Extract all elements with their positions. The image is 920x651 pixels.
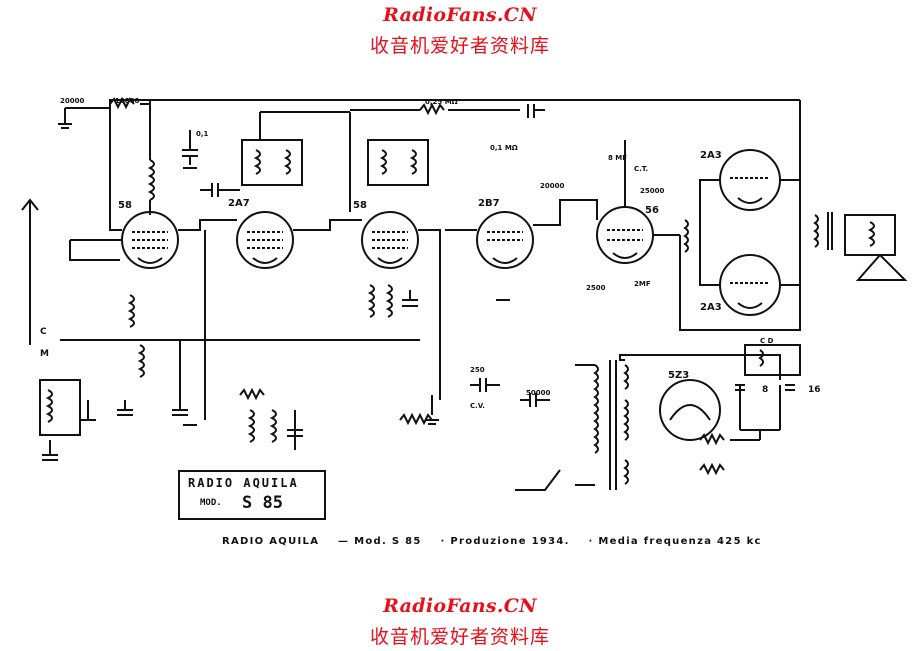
rf-coil-1 xyxy=(147,159,155,215)
label-r-top-3: 0,25 MΩ xyxy=(425,98,458,106)
tube-5z3-rectifier: 5Z3 xyxy=(659,370,721,441)
part-labels: 20000 10000 0,25 MΩ 0,1 MΩ 0,1 20000 250… xyxy=(40,97,821,410)
output-transformer xyxy=(683,212,833,253)
tube-2a3-lower-label: 2A3 xyxy=(700,302,722,313)
nameplate-model: S 85 xyxy=(242,493,283,513)
watermark-chinese-top: 收音机爱好者资料库 xyxy=(369,35,550,57)
tube-2a3-upper-label: 2A3 xyxy=(700,150,722,161)
top-supply-rail xyxy=(64,96,801,220)
tube-58-if: 58 xyxy=(353,200,419,269)
label-r-top-1: 20000 xyxy=(60,97,84,105)
antenna-coil-assembly xyxy=(39,294,188,461)
label-r-20000: 20000 xyxy=(540,182,564,190)
mains-switch xyxy=(515,393,760,491)
label-r-2500: 2500 xyxy=(586,284,606,292)
volume-potentiometer xyxy=(399,378,500,426)
caption-production: · Produzione 1934. xyxy=(440,536,570,547)
caption-if-frequency: · Media frequenza 425 kc xyxy=(588,536,762,547)
tube-58-rf: 58 xyxy=(118,200,179,269)
tube-5z3-label: 5Z3 xyxy=(668,370,689,381)
label-c-8mf: 8 MF xyxy=(608,154,627,162)
tube-56-label: 56 xyxy=(645,205,659,216)
label-c-2mf: 2MF xyxy=(634,280,651,288)
filter-section xyxy=(735,344,801,440)
label-250: 250 xyxy=(470,366,485,374)
power-transformer xyxy=(575,354,781,490)
schematic-caption: RADIO AQUILA — Mod. S 85 · Produzione 19… xyxy=(222,536,776,547)
watermark-site-bottom: RadioFans.CN xyxy=(383,595,537,617)
label-ct: C.T. xyxy=(634,165,648,173)
if-transformer-1 xyxy=(241,139,303,186)
signal-wiring xyxy=(60,108,801,420)
label-cd: C D xyxy=(760,337,774,345)
label-r-top-2: 10000 xyxy=(115,97,139,105)
speaker-symbol xyxy=(844,214,908,281)
tube-2b7-detector: 2B7 xyxy=(476,198,534,269)
tube-58-if-label: 58 xyxy=(353,200,367,211)
watermark-chinese-bottom: 收音机爱好者资料库 xyxy=(369,626,550,648)
caption-brand: RADIO AQUILA xyxy=(222,536,320,547)
tube-2a7-label: 2A7 xyxy=(228,198,250,209)
tube-2a7-converter: 2A7 xyxy=(228,198,294,269)
label-r-25000: 25000 xyxy=(640,187,664,195)
ground-symbols xyxy=(58,123,510,426)
oscillator-coil xyxy=(239,387,303,450)
tube-2b7-label: 2B7 xyxy=(478,198,500,209)
antenna-symbol xyxy=(21,198,39,345)
label-c: C xyxy=(40,327,47,337)
nameplate-mod-label: MOD. xyxy=(200,498,222,508)
model-nameplate: RADIO AQUILA MOD. S 85 xyxy=(178,470,326,520)
label-m: M xyxy=(40,349,49,359)
coupling-capacitor xyxy=(182,130,240,197)
label-cap-8: 8 xyxy=(762,385,768,395)
label-r-50000: 50000 xyxy=(526,389,550,397)
schematic-diagram: 58 2A7 58 2B7 56 2A3 2A3 xyxy=(21,96,908,491)
label-cv: C.V. xyxy=(470,402,485,410)
label-cap-16: 16 xyxy=(808,385,821,395)
if-coil-3 xyxy=(367,284,418,318)
watermark-site-top: RadioFans.CN xyxy=(383,4,537,26)
if-transformer-2 xyxy=(367,139,429,186)
label-r-top-4: 0,1 MΩ xyxy=(490,144,518,152)
tube-58-rf-label: 58 xyxy=(118,200,132,211)
tube-56-audio: 56 xyxy=(596,205,659,264)
caption-model: — Mod. S 85 xyxy=(338,536,422,547)
nameplate-brand: RADIO AQUILA xyxy=(188,476,299,490)
label-c-top-1: 0,1 xyxy=(196,130,209,138)
